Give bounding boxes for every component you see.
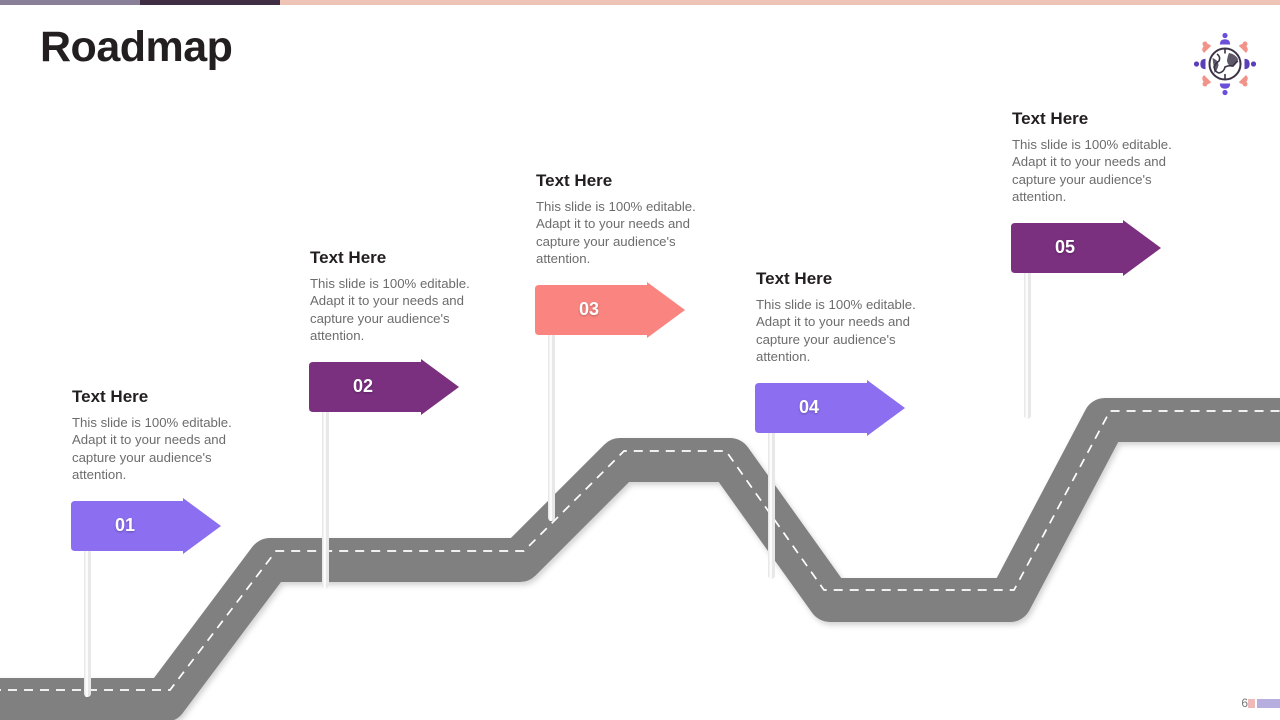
footer-swatches — [1248, 699, 1280, 708]
footer-swatch-gap — [1255, 699, 1257, 708]
milestone-03[interactable]: Text Here This slide is 100% editable. A… — [535, 171, 696, 522]
top-accent-bar — [0, 0, 1280, 5]
globe-people-logo — [1188, 27, 1262, 101]
milestone-03-body: This slide is 100% editable. Adapt it to… — [536, 198, 696, 266]
milestone-04-title: Text Here — [756, 269, 833, 288]
milestone-04[interactable]: Text Here This slide is 100% editable. A… — [755, 269, 916, 580]
milestone-01-title: Text Here — [72, 387, 149, 406]
road-surface — [0, 398, 1280, 720]
top-accent-segment-1 — [0, 0, 140, 5]
top-accent-segment-2 — [140, 0, 280, 5]
footer-swatch-purple — [1257, 699, 1280, 708]
milestone-01-body: This slide is 100% editable. Adapt it to… — [72, 414, 232, 482]
milestone-01[interactable]: Text Here This slide is 100% editable. A… — [71, 387, 232, 698]
milestone-02-body: This slide is 100% editable. Adapt it to… — [310, 275, 470, 343]
milestone-02[interactable]: Text Here This slide is 100% editable. A… — [309, 248, 470, 589]
milestone-05-title: Text Here — [1012, 109, 1089, 128]
milestone-04-body: This slide is 100% editable. Adapt it to… — [756, 296, 916, 364]
milestone-03-title: Text Here — [536, 171, 613, 190]
page-number: 6 — [1241, 696, 1248, 710]
milestone-04-flag[interactable]: 04 — [755, 379, 905, 580]
milestone-02-flag[interactable]: 02 — [309, 358, 459, 589]
top-accent-segment-3 — [280, 0, 1280, 5]
milestone-05[interactable]: Text Here This slide is 100% editable. A… — [1011, 109, 1172, 420]
page-title: Roadmap — [40, 23, 233, 71]
milestone-05-flag[interactable]: 05 — [1011, 219, 1161, 420]
milestone-03-flag[interactable]: 03 — [535, 281, 685, 522]
milestone-02-title: Text Here — [310, 248, 387, 267]
milestone-05-body: This slide is 100% editable. Adapt it to… — [1012, 136, 1172, 204]
footer-swatch-pink — [1248, 699, 1255, 708]
milestone-01-flag[interactable]: 01 — [71, 497, 221, 698]
